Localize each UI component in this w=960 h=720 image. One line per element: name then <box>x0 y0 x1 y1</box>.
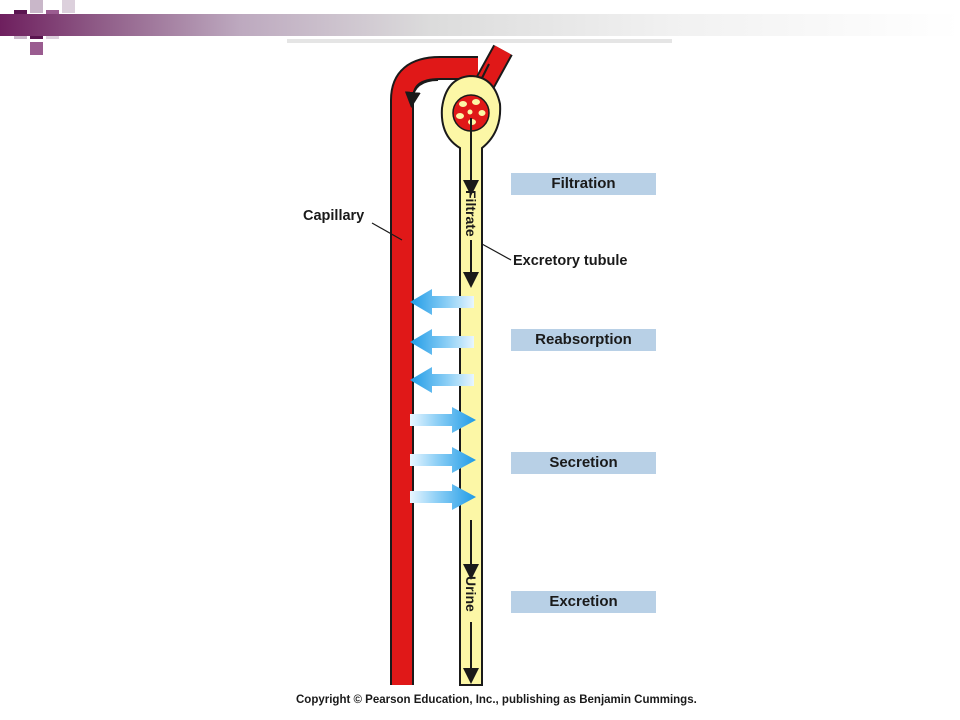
deco-square <box>62 0 75 13</box>
reabsorption-arrow <box>410 329 474 355</box>
reabsorption-arrows <box>410 289 474 393</box>
glomerulus <box>452 94 490 132</box>
stage-filtration: Filtration <box>511 173 656 195</box>
urine-label: Urine <box>463 576 479 612</box>
secretion-arrows <box>410 407 476 510</box>
copyright-notice: Copyright © Pearson Education, Inc., pub… <box>296 694 697 706</box>
reabsorption-arrow <box>410 289 474 315</box>
excretory-tubule-label: Excretory tubule <box>513 253 628 269</box>
header-gradient-bar <box>0 14 960 36</box>
reabsorption-arrow <box>410 367 474 393</box>
deco-square <box>30 42 43 55</box>
deco-square <box>30 0 43 13</box>
secretion-arrow <box>410 484 476 510</box>
filtrate-label: Filtrate <box>463 190 479 237</box>
capillary <box>390 44 513 685</box>
tubule-leader-line <box>481 243 512 261</box>
stage-secretion: Secretion <box>511 452 656 474</box>
stage-reabsorption: Reabsorption <box>511 329 656 351</box>
secretion-arrow <box>410 447 476 473</box>
stage-excretion: Excretion <box>511 591 656 613</box>
secretion-arrow <box>410 407 476 433</box>
capillary-label: Capillary <box>303 208 365 224</box>
capillary-leader-line <box>371 222 403 241</box>
